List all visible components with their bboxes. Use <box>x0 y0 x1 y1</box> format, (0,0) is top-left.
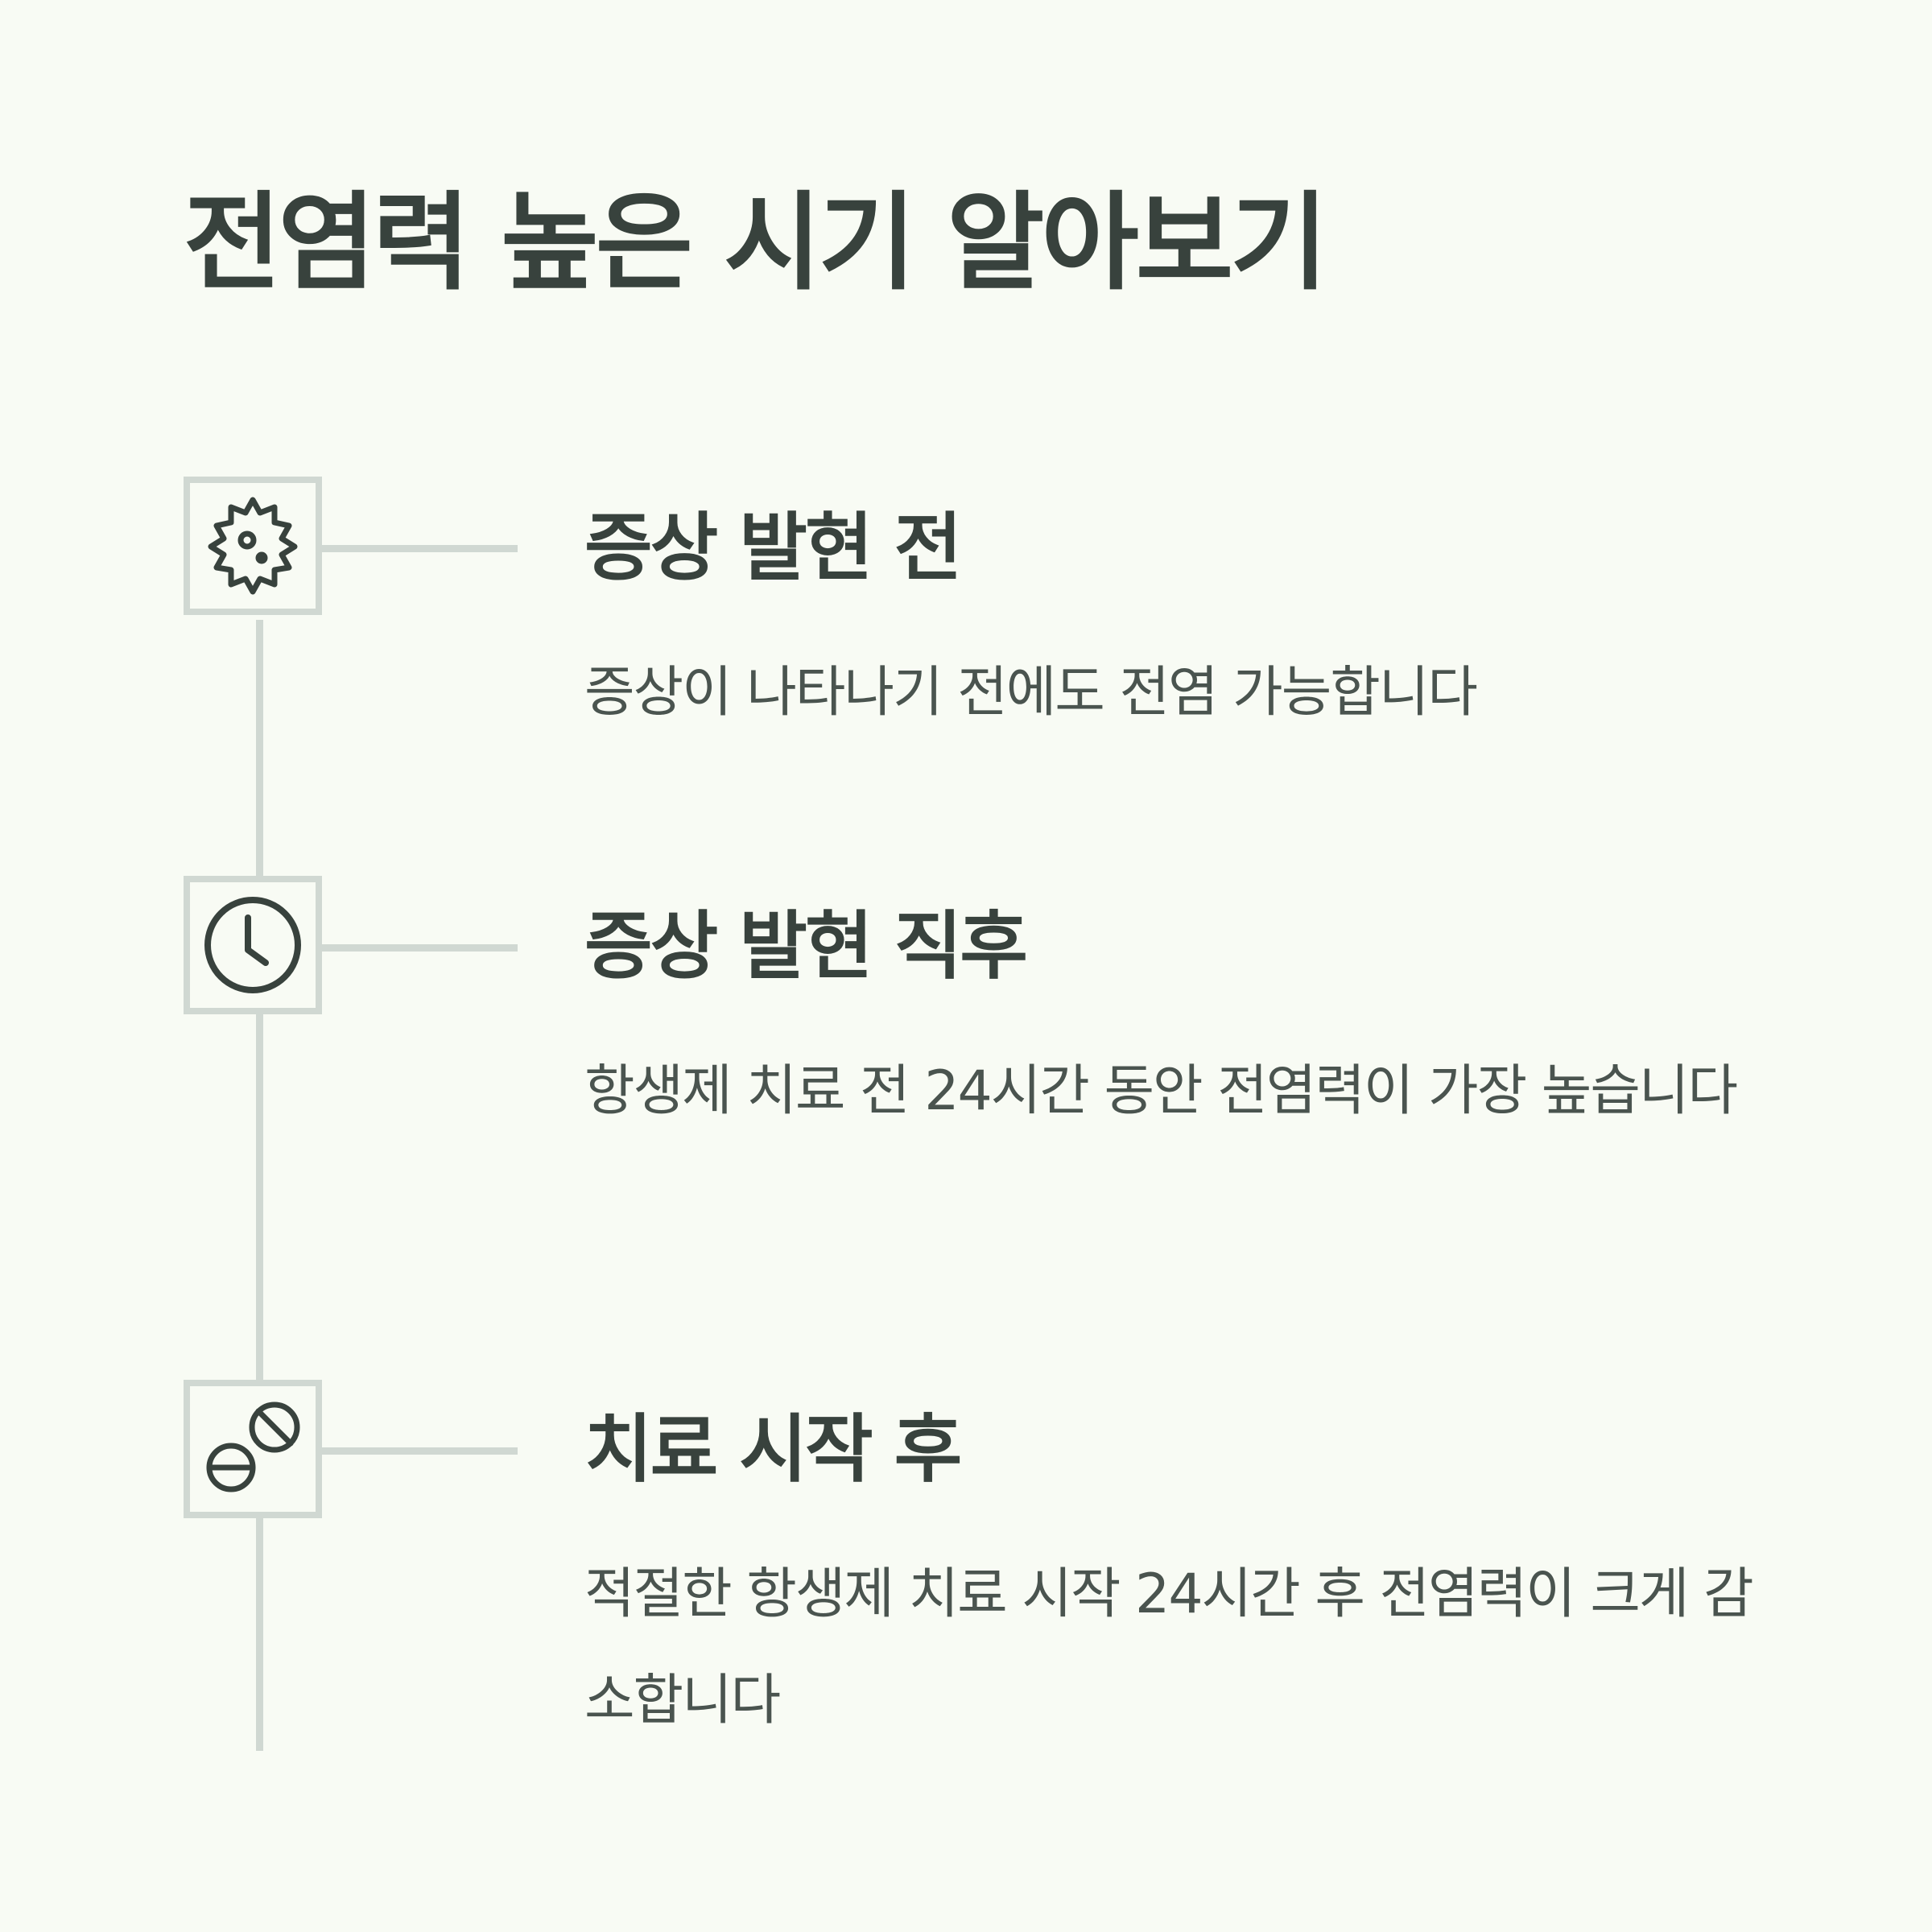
step-description-2: 항생제 치료 전 24시간 동안 전염력이 가장 높습니다 <box>584 1059 1738 1123</box>
connector-1 <box>322 545 518 552</box>
pills-icon <box>200 1397 305 1501</box>
connector-3 <box>322 1447 518 1455</box>
timeline-node-3 <box>184 1380 322 1518</box>
connector-2 <box>322 944 518 952</box>
step-description-1: 증상이 나타나기 전에도 전염 가능합니다 <box>584 661 1478 724</box>
step-title-1: 증상 발현 전 <box>584 505 962 591</box>
step-title-2: 증상 발현 직후 <box>584 903 1028 989</box>
page-title: 전염력 높은 시기 알아보기 <box>184 181 1328 305</box>
timeline-line <box>256 620 263 1751</box>
step-title-3: 치료 시작 후 <box>584 1406 962 1492</box>
timeline-node-2 <box>184 876 322 1014</box>
timeline-node-1 <box>184 477 322 615</box>
clock-icon <box>201 894 304 997</box>
step-description-3: 적절한 항생제 치료 시작 24시간 후 전염력이 크게 감소합니다 <box>584 1563 1754 1732</box>
virus-icon <box>200 493 305 598</box>
